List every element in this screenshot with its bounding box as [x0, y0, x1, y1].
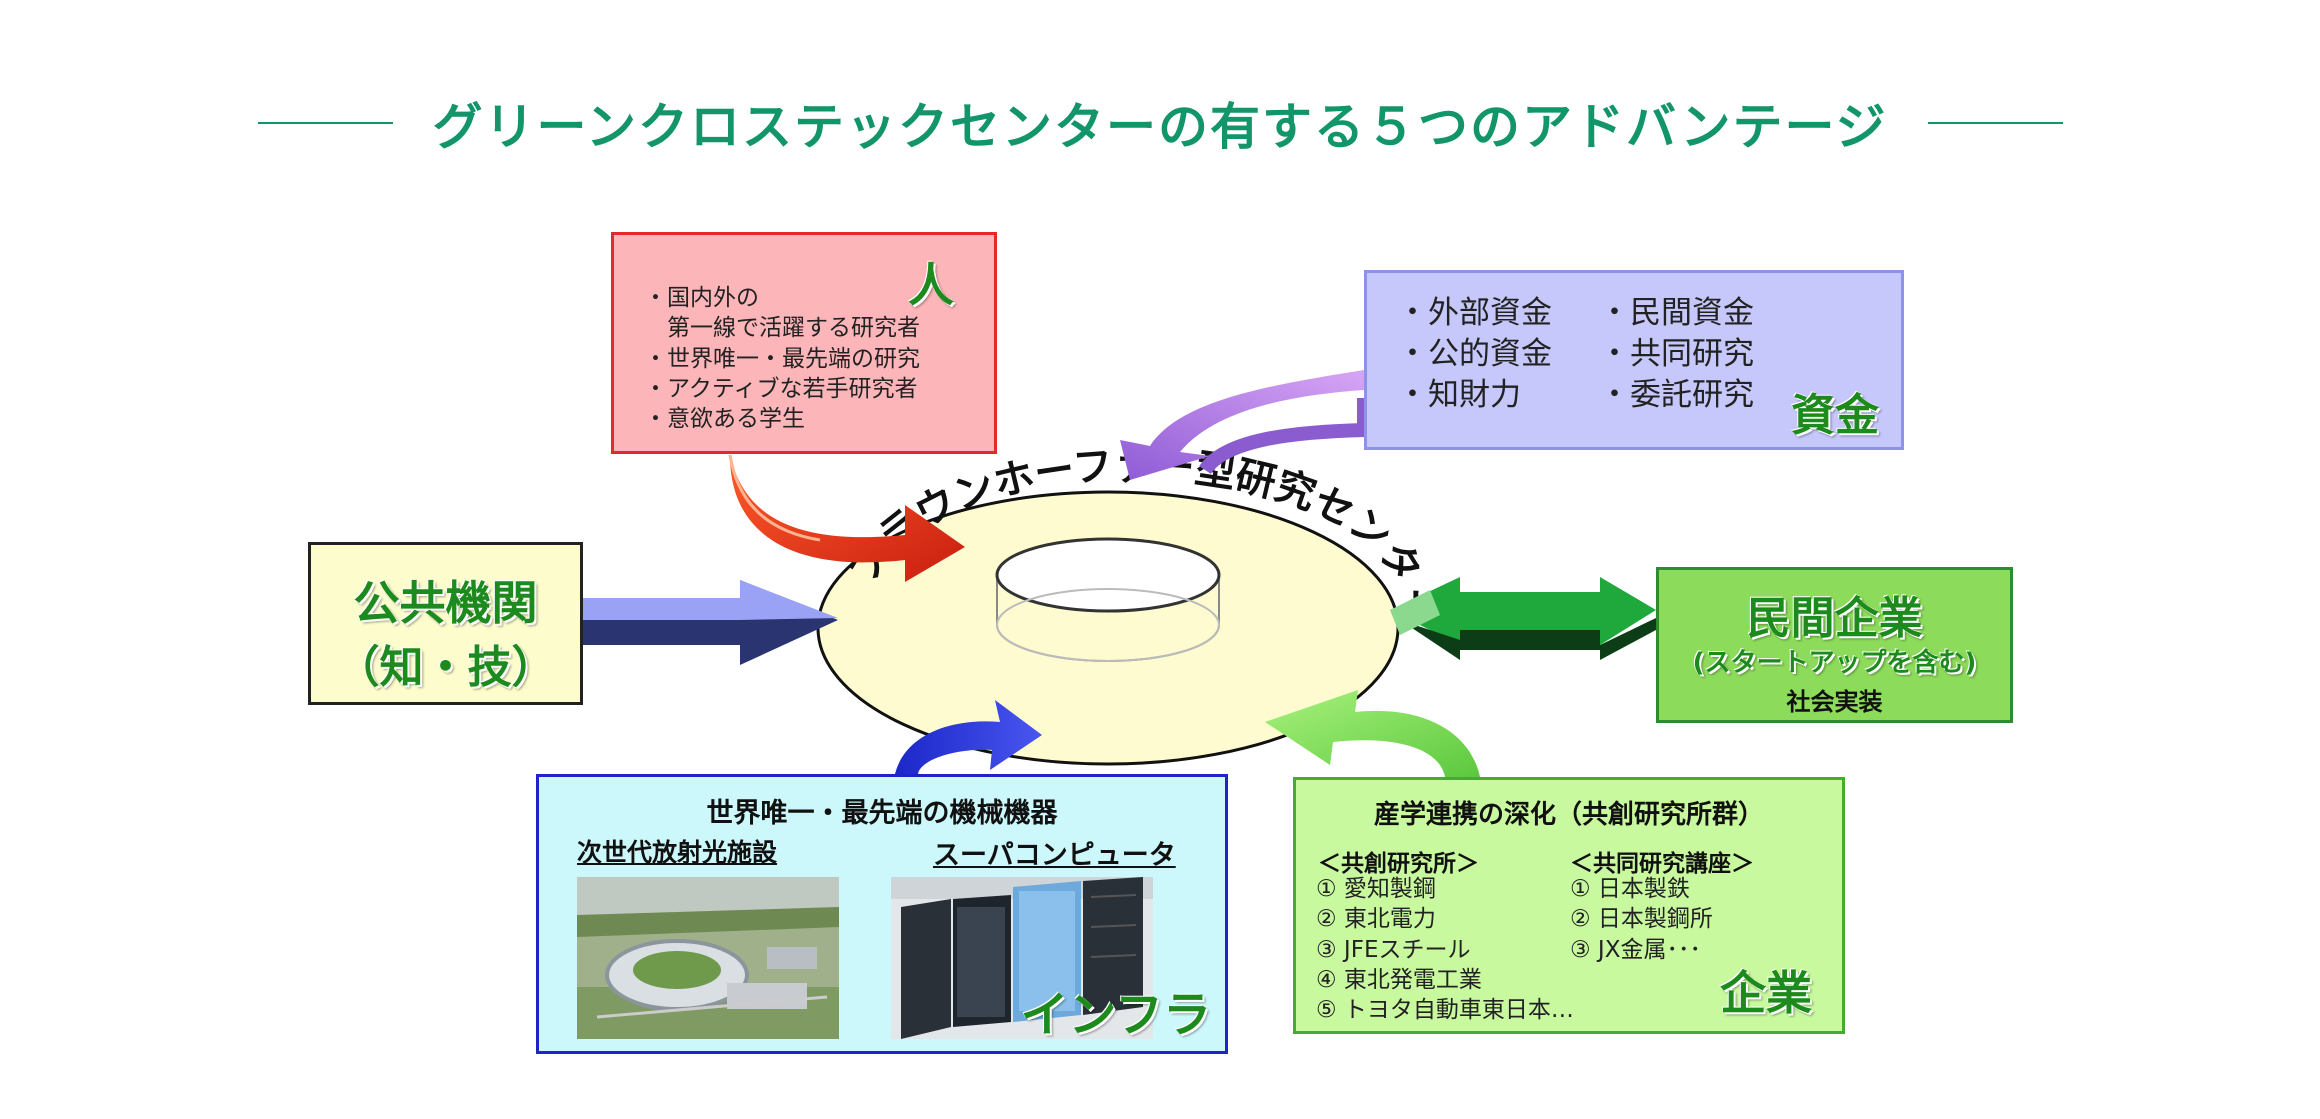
kigyo-item: ① 愛知製鋼 [1316, 876, 1436, 902]
hito-heading: 人 [908, 258, 954, 312]
hito-item: ・世界唯一・最先端の研究 [644, 345, 920, 372]
box-shikin: ・外部資金 ・公的資金 ・知財力 ・民間資金 ・共同研究 ・委託研究 資金 [1364, 270, 1904, 450]
kigyo-title: 産学連携の深化（共創研究所群） [1373, 800, 1764, 830]
box-kigyo: 産学連携の深化（共創研究所群） ＜共創研究所＞ ① 愛知製鋼 ② 東北電力 ③ … [1293, 777, 1845, 1034]
infra-title: 世界唯一・最先端の機械機器 [706, 798, 1058, 829]
center-cylinder [995, 537, 1221, 662]
kigyo-col1-header: ＜共創研究所＞ [1318, 851, 1479, 877]
shikin-item: ・共同研究 [1599, 335, 1754, 372]
header-rule-right [1927, 122, 2063, 124]
infra-heading: インフラ [1020, 987, 1211, 1043]
kigyo-item: ④ 東北発電工業 [1316, 967, 1482, 994]
arrow-shikin [1120, 370, 1371, 480]
box-kokyo: 公共機関 （知・技） [308, 542, 583, 705]
kigyo-heading: 企業 [1720, 966, 1812, 1020]
kigyo-item: ⑤ トヨタ自動車東日本… [1316, 997, 1574, 1024]
shikin-item: ・委託研究 [1599, 376, 1754, 413]
shikin-col2: ・民間資金 ・共同研究 ・委託研究 [1599, 293, 1754, 416]
hito-item: ・国内外の [644, 285, 759, 311]
hito-item: 第一線で活躍する研究者 [644, 315, 920, 342]
page-title: グリーンクロステックセンターの有する５つのアドバンテージ [432, 98, 1888, 156]
kigyo-item: ③ JFEスチール [1316, 936, 1471, 963]
kigyo-col2-header: ＜共同研究講座＞ [1570, 851, 1754, 877]
arrow-hito [728, 454, 965, 582]
box-infra: 世界唯一・最先端の機械機器 次世代放射光施設 スーパコンピュータ [536, 774, 1228, 1054]
kigyo-item: ③ JX金属･･･ [1570, 936, 1701, 963]
header-rule-left [257, 122, 393, 124]
shikin-heading: 資金 [1791, 390, 1879, 441]
arrow-kigyo [1265, 690, 1480, 777]
shikin-item: ・知財力 [1397, 376, 1521, 413]
page-header: グリーンクロステックセンターの有する５つのアドバンテージ [0, 78, 2320, 168]
arrow-kokyo [583, 580, 838, 665]
box-hito: 人 ・国内外の 第一線で活躍する研究者 ・世界唯一・最先端の研究 ・アクティブな… [611, 232, 997, 454]
kokyo-line2: （知・技） [335, 642, 556, 693]
shikin-col1: ・外部資金 ・公的資金 ・知財力 [1397, 293, 1552, 416]
shikin-item: ・民間資金 [1599, 295, 1754, 331]
shikin-item: ・公的資金 [1397, 335, 1552, 372]
arrow-minkan [1390, 577, 1656, 660]
shikin-item: ・外部資金 [1397, 295, 1552, 331]
synchrotron-photo [577, 877, 839, 1039]
kigyo-item: ② 日本製鋼所 [1570, 906, 1713, 933]
arrow-infra [895, 700, 1042, 774]
minkan-note: 社会実装 [1786, 688, 1883, 716]
hito-list: ・国内外の 第一線で活躍する研究者 ・世界唯一・最先端の研究 ・アクティブな若手… [644, 283, 920, 435]
box-minkan: 民間企業 (スタートアップを含む) 社会実装 [1656, 567, 2013, 723]
hito-item: ・意欲ある学生 [644, 406, 805, 433]
kigyo-col2: ① 日本製鉄 ② 日本製鋼所 ③ JX金属･･･ [1570, 874, 1713, 965]
kokyo-line1: 公共機関 [353, 576, 538, 630]
minkan-title: 民間企業 [1746, 593, 1923, 644]
hito-item: ・アクティブな若手研究者 [644, 376, 918, 403]
minkan-subtitle: (スタートアップを含む) [1692, 648, 1977, 678]
kigyo-item: ② 東北電力 [1316, 906, 1436, 933]
infra-left-label: 次世代放射光施設 [577, 838, 778, 867]
kigyo-col1: ① 愛知製鋼 ② 東北電力 ③ JFEスチール ④ 東北発電工業 ⑤ トヨタ自動… [1316, 874, 1574, 1026]
infra-right-label: スーパコンピュータ [933, 840, 1176, 871]
supercomputer-photo [891, 877, 1153, 1039]
kigyo-item: ① 日本製鉄 [1570, 876, 1690, 902]
